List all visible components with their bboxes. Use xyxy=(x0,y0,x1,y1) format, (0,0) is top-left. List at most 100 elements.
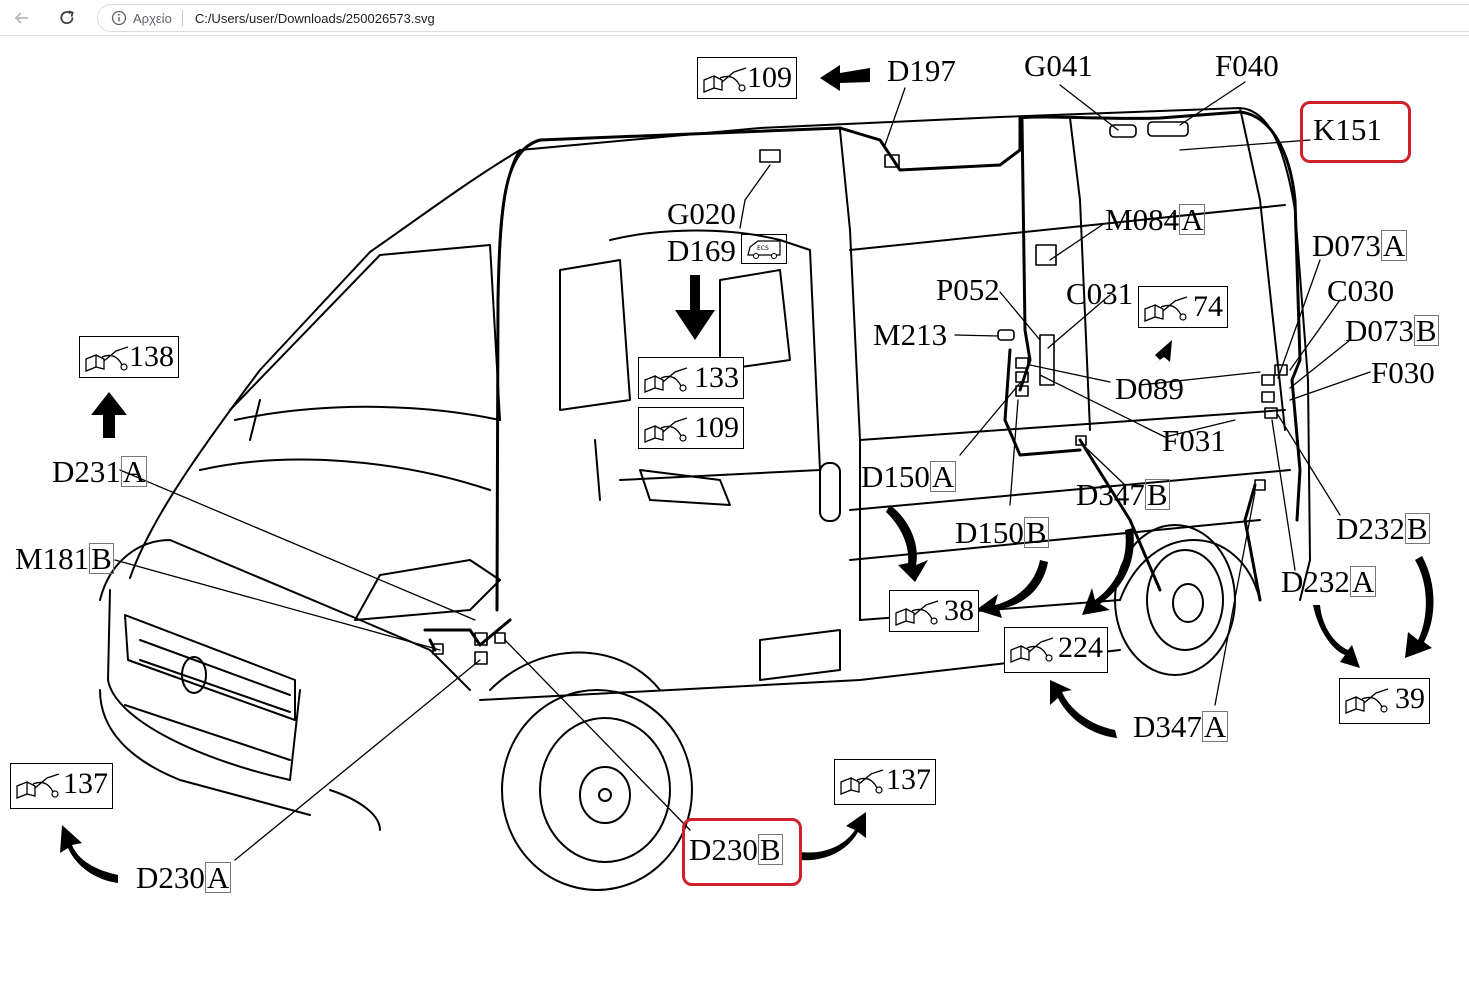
label-d230b-suffix: B xyxy=(757,832,783,867)
label-d073b-base: D073 xyxy=(1345,313,1414,348)
label-d231a-base: D231 xyxy=(52,454,121,489)
label-m181b-suffix: B xyxy=(89,541,114,576)
arrow-left-icon xyxy=(14,12,28,24)
ref-box-109-mid[interactable]: 109 xyxy=(638,407,744,449)
label-f030: F030 xyxy=(1371,355,1435,390)
label-d347b-suffix: B xyxy=(1144,477,1170,512)
connector-icon xyxy=(85,346,129,372)
label-m213: M213 xyxy=(873,317,948,352)
label-d197: D197 xyxy=(887,53,956,88)
label-d073a: D073A xyxy=(1312,228,1408,263)
connector-icon xyxy=(895,600,939,626)
arrows xyxy=(60,65,1434,883)
url-text: C:/Users/user/Downloads/250026573.svg xyxy=(194,10,435,26)
label-d347b: D347B xyxy=(1076,477,1170,512)
label-d232b-suffix: B xyxy=(1404,511,1430,546)
van-badge-text: ECS xyxy=(757,245,769,252)
label-d230b: D230B xyxy=(689,832,783,867)
connector-icon xyxy=(703,67,747,93)
label-d230a-suffix: A xyxy=(204,860,232,895)
ref-box-74[interactable]: 74 xyxy=(1138,286,1228,328)
back-button[interactable] xyxy=(9,6,35,30)
label-d232a-suffix: A xyxy=(1349,564,1377,599)
reload-icon xyxy=(60,10,74,25)
ref-number: 224 xyxy=(1058,631,1103,664)
ref-number: 137 xyxy=(63,767,108,800)
highlight-k151 xyxy=(1300,101,1411,163)
ref-number: 74 xyxy=(1193,290,1223,323)
ref-box-137-bottom[interactable]: 137 xyxy=(834,759,936,805)
highlight-d230b xyxy=(682,818,802,886)
van-location-badge: ECS xyxy=(741,234,787,264)
label-m084a-base: M084 xyxy=(1105,202,1180,237)
ref-number: 133 xyxy=(694,361,739,394)
label-m181b-base: M181 xyxy=(15,541,90,576)
address-separator xyxy=(181,10,183,26)
label-d231a: D231A xyxy=(52,454,148,489)
info-chip-label: Αρχείο xyxy=(133,10,172,26)
ref-box-137-left[interactable]: 137 xyxy=(10,763,113,809)
ref-box-38[interactable]: 38 xyxy=(889,590,979,632)
connector-icon xyxy=(644,417,688,443)
info-circle-icon xyxy=(111,10,127,26)
label-d150b-suffix: B xyxy=(1023,515,1049,550)
label-d150a: D150A xyxy=(861,459,957,494)
ref-number: 38 xyxy=(944,594,974,627)
ref-number: 138 xyxy=(129,340,174,373)
label-d169: D169 xyxy=(667,233,736,268)
label-d347a-base: D347 xyxy=(1133,709,1202,744)
label-k151: K151 xyxy=(1313,112,1382,147)
ref-number: 109 xyxy=(747,61,792,94)
leader-lines xyxy=(114,81,1371,861)
label-d150a-suffix: A xyxy=(929,459,957,494)
wiring-harness xyxy=(423,110,1302,652)
ref-box-138[interactable]: 138 xyxy=(79,336,179,378)
label-d347b-base: D347 xyxy=(1076,477,1145,512)
reload-button[interactable] xyxy=(54,6,80,30)
ref-box-109-top[interactable]: 109 xyxy=(697,57,797,99)
ref-number: 39 xyxy=(1395,682,1425,715)
connector-icon xyxy=(644,367,688,393)
label-d150b-base: D150 xyxy=(955,515,1024,550)
label-g041: G041 xyxy=(1024,48,1093,83)
label-m084a-suffix: A xyxy=(1179,202,1206,237)
diagram-canvas: D197 G041 F040 K151 G020 D169 M084A P052… xyxy=(0,37,1469,987)
front-wheel xyxy=(489,651,693,891)
rear-wheel xyxy=(1114,524,1261,676)
label-d230a-base: D230 xyxy=(136,860,205,895)
label-c030: C030 xyxy=(1327,273,1395,308)
label-d232a-base: D232 xyxy=(1281,564,1350,599)
ref-number: 109 xyxy=(694,411,739,444)
label-d231a-suffix: A xyxy=(120,454,148,489)
label-d232b: D232B xyxy=(1336,511,1430,546)
ref-box-39[interactable]: 39 xyxy=(1339,678,1430,724)
van-body xyxy=(99,107,1311,831)
van-icon xyxy=(747,240,781,259)
label-d089: D089 xyxy=(1115,371,1184,406)
connector-icon xyxy=(840,769,884,795)
ref-box-133[interactable]: 133 xyxy=(638,357,744,399)
van-line-drawing xyxy=(60,65,1434,891)
ref-number: 137 xyxy=(886,763,931,796)
label-d073a-base: D073 xyxy=(1312,228,1381,263)
ref-box-224[interactable]: 224 xyxy=(1004,627,1108,673)
label-f031: F031 xyxy=(1162,423,1226,458)
label-p052: P052 xyxy=(936,272,1000,307)
connector-icon xyxy=(16,773,60,799)
connectors xyxy=(432,121,1288,665)
label-d230b-base: D230 xyxy=(689,832,758,867)
label-d150b: D150B xyxy=(955,515,1049,550)
label-d232a: D232A xyxy=(1281,564,1377,599)
label-d150a-base: D150 xyxy=(861,459,930,494)
connector-icon xyxy=(1144,296,1188,322)
label-d232b-base: D232 xyxy=(1336,511,1405,546)
label-c031: C031 xyxy=(1066,276,1134,311)
site-info-chip[interactable]: Αρχείο xyxy=(98,10,172,26)
label-d073b: D073B xyxy=(1345,313,1439,348)
browser-toolbar: Αρχείο C:/Users/user/Downloads/250026573… xyxy=(0,0,1469,36)
connector-icon xyxy=(1010,637,1054,663)
label-d073b-suffix: B xyxy=(1413,313,1439,348)
connector-icon xyxy=(1345,688,1389,714)
label-d347a: D347A xyxy=(1133,709,1229,744)
address-bar[interactable]: Αρχείο C:/Users/user/Downloads/250026573… xyxy=(97,4,1469,32)
